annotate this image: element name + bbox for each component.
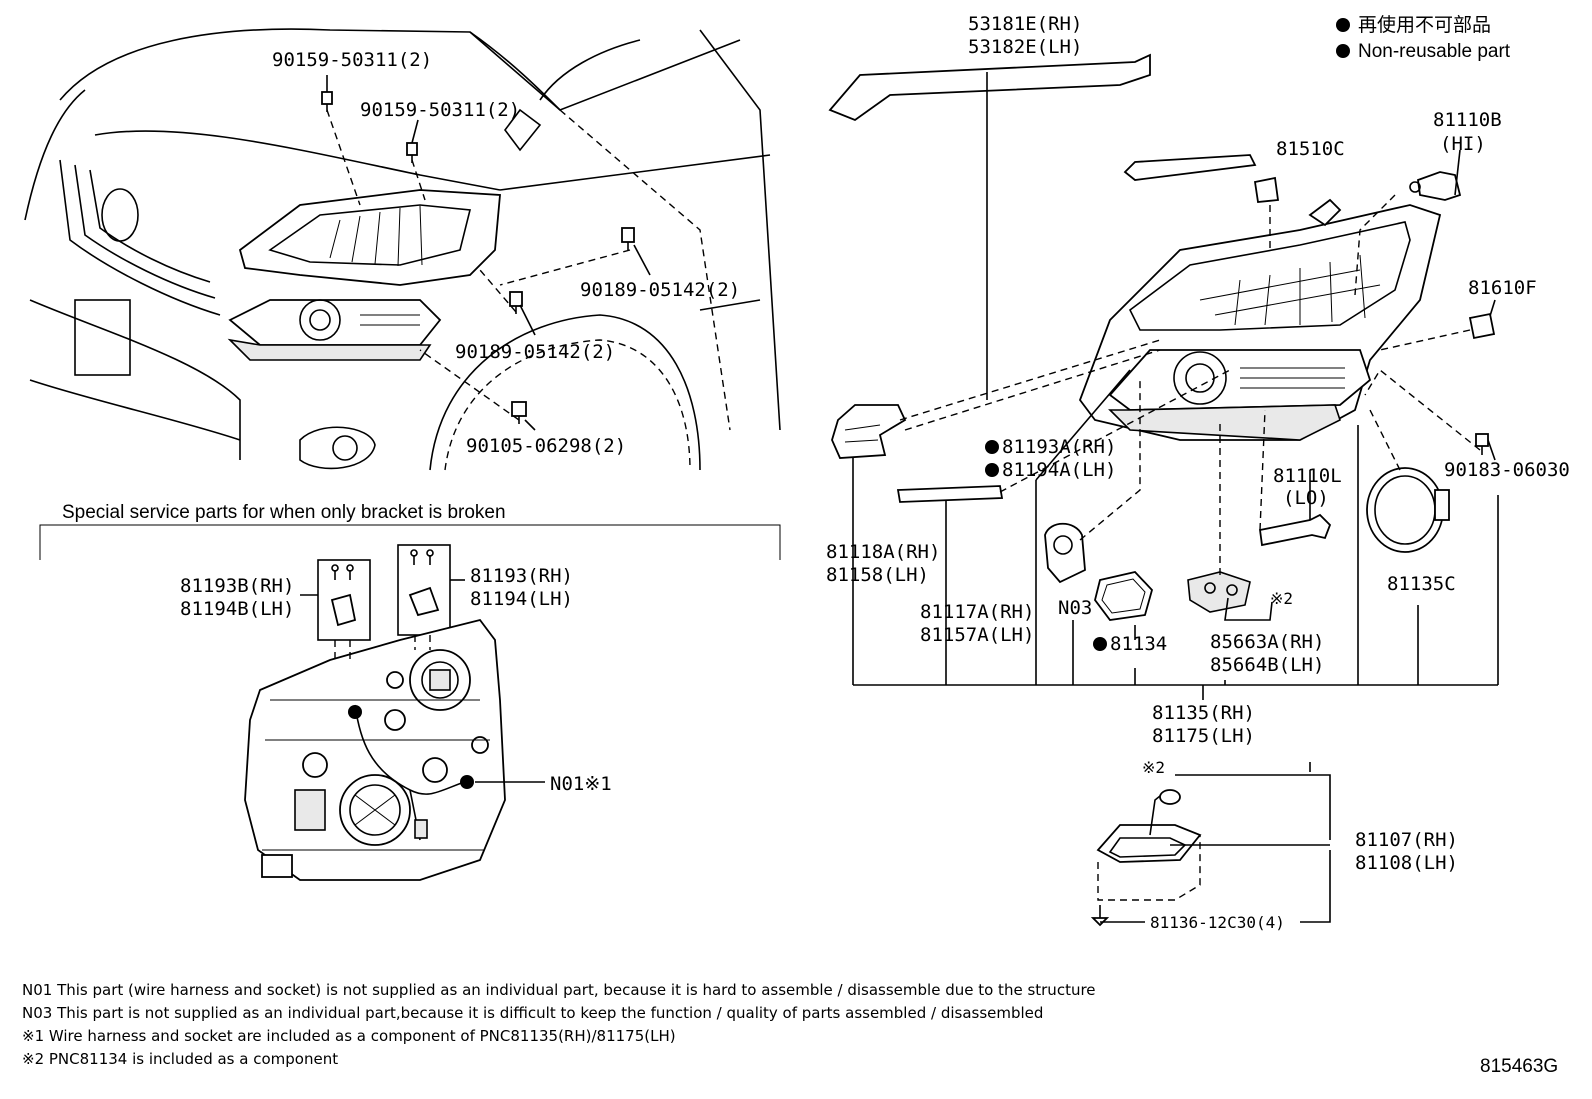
callout-90189-b: 90189-05142(2) <box>455 341 615 363</box>
callout-81157a: 81157A(LH) <box>920 624 1034 646</box>
special-service-section: Special service parts for when only brac… <box>39 502 781 881</box>
callout-81175: 81175(LH) <box>1152 725 1255 747</box>
callout-ref2-a: ※2 <box>1270 589 1293 608</box>
callout-81135c: 81135C <box>1387 573 1456 595</box>
callout-90183: 90183-06030 <box>1444 459 1570 481</box>
control-module-85663a <box>1187 571 1251 613</box>
bracket-81118a <box>831 404 907 459</box>
bulb-81610f <box>1468 312 1496 340</box>
exploded-headlamp-view <box>828 53 1499 927</box>
callout-81118a: 81118A(RH) <box>826 541 940 563</box>
legend-en: Non-reusable part <box>1358 41 1511 62</box>
special-section-title: Special service parts for when only brac… <box>62 502 506 523</box>
callout-81510c: 81510C <box>1276 138 1345 160</box>
callout-81107: 81107(RH) <box>1355 829 1458 851</box>
cap-81135c <box>1366 467 1444 553</box>
callout-85663a: 85663A(RH) <box>1210 631 1324 653</box>
callout-90189-a: 90189-05142(2) <box>580 279 740 301</box>
callout-81610f: 81610F <box>1468 277 1537 299</box>
callout-81193a: 81193A(RH) <box>1002 436 1116 458</box>
non-reusable-bullet-icon <box>985 463 999 477</box>
screw-icon <box>1475 433 1489 455</box>
non-reusable-bullet-icon <box>985 440 999 454</box>
molding-strip <box>1123 154 1257 181</box>
callout-81135: 81135(RH) <box>1152 702 1255 724</box>
non-reusable-bullet-icon <box>1093 637 1107 651</box>
callout-90105: 90105-06298(2) <box>466 435 626 457</box>
note-n01: N01 This part (wire harness and socket) … <box>22 981 1096 999</box>
callout-n01: N01※1 <box>550 773 612 795</box>
callout-53182e: 53182E(LH) <box>968 36 1082 58</box>
callout-81136: 81136-12C30(4) <box>1150 913 1285 932</box>
callout-81110l-lo: (LO) <box>1283 487 1329 509</box>
leveling-motor-n03 <box>1044 522 1086 584</box>
callout-90159-a: 90159-50311(2) <box>272 49 432 71</box>
callout-ref2-b: ※2 <box>1142 758 1165 777</box>
callout-81194: 81194(LH) <box>470 588 573 610</box>
footnotes: N01 This part (wire harness and socket) … <box>22 981 1096 1068</box>
vehicle-front-illustration <box>24 28 781 471</box>
callout-90159-b: 90159-50311(2) <box>360 99 520 121</box>
note-ref1: ※1 Wire harness and socket are included … <box>22 1027 676 1045</box>
callout-85664b: 85664B(LH) <box>1210 654 1324 676</box>
callout-81134: 81134 <box>1110 633 1167 655</box>
bracket-81193b-box <box>317 559 371 641</box>
callout-81158: 81158(LH) <box>826 564 929 586</box>
callout-81193: 81193(RH) <box>470 565 573 587</box>
non-reusable-bullet-icon <box>1336 44 1350 58</box>
callout-53181e: 53181E(RH) <box>968 13 1082 35</box>
legend-jp: 再使用不可部品 <box>1358 14 1491 36</box>
callout-81110l: 81110L <box>1273 465 1342 487</box>
note-ref2: ※2 PNC81134 is included as a component <box>22 1050 338 1068</box>
note-n03: N03 This part is not supplied as an indi… <box>22 1004 1043 1022</box>
legend: 再使用不可部品 Non-reusable part <box>1336 14 1511 62</box>
garnish-53181e <box>828 53 1151 122</box>
callout-81117a: 81117A(RH) <box>920 601 1034 623</box>
callout-81110b: 81110B <box>1433 109 1502 131</box>
clip-icon <box>621 227 635 250</box>
screw-icon <box>511 401 527 424</box>
callout-81108: 81108(LH) <box>1355 852 1458 874</box>
strip-81117a <box>896 485 1004 503</box>
callout-n03: N03 <box>1058 597 1092 619</box>
non-reusable-bullet-icon <box>1336 18 1350 32</box>
callout-81194b: 81194B(LH) <box>180 598 294 620</box>
callout-81110b-hi: (HI) <box>1440 133 1486 155</box>
bulb-81110b-hi <box>1417 171 1462 201</box>
bulb-81510c <box>1253 176 1280 203</box>
figure-id: 815463G <box>1480 1056 1558 1077</box>
bulb-81110l-lo <box>1258 513 1332 547</box>
callout-81194a: 81194A(LH) <box>1002 459 1116 481</box>
bolt-icon <box>321 91 333 112</box>
callout-81193b: 81193B(RH) <box>180 575 294 597</box>
clip-icon <box>509 291 523 314</box>
